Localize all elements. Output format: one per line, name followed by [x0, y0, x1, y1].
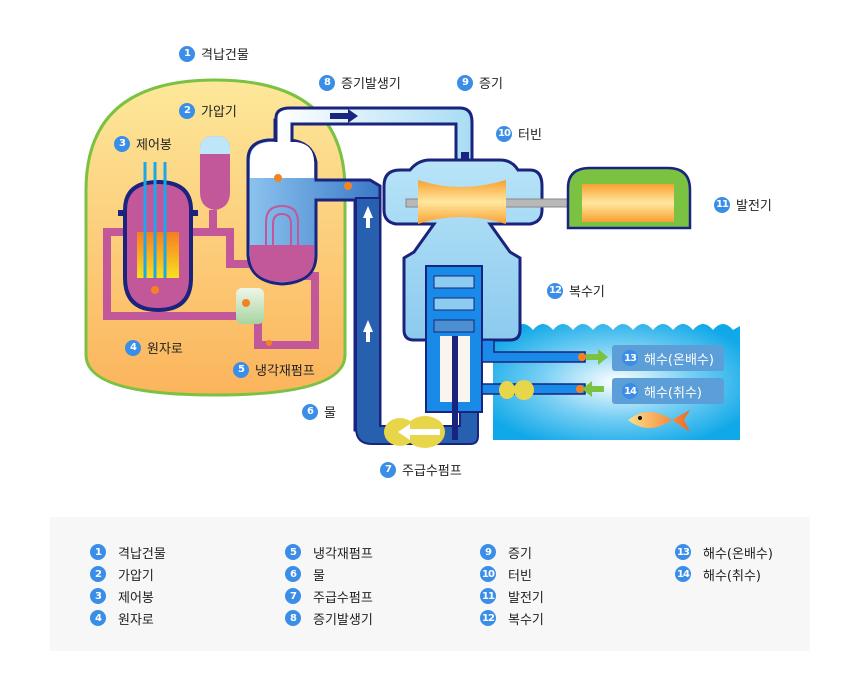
number-badge: 5 [285, 544, 301, 560]
number-badge: 14 [675, 566, 691, 582]
turbine [382, 158, 687, 342]
number-badge: 9 [480, 544, 496, 560]
label-control-rods: 3 제어봉 [114, 134, 172, 153]
label-turbine: 10 터빈 [496, 124, 542, 143]
steam-generator [246, 118, 382, 432]
number-badge: 6 [285, 566, 301, 582]
control-rods [143, 162, 167, 278]
number-badge: 2 [90, 566, 106, 582]
label-feedwater-pump: 7 주급수펌프 [380, 460, 462, 479]
number-badge: 12 [480, 610, 496, 626]
nuclear-plant-diagram [84, 78, 740, 448]
pressurizer [200, 136, 230, 210]
turbine-rotor [418, 180, 506, 224]
number-badge: 1 [179, 45, 195, 62]
number-badge: 8 [319, 74, 335, 91]
number-badge: 4 [125, 339, 141, 356]
outflow-arrow [586, 349, 608, 365]
number-badge: 7 [285, 588, 301, 604]
reactor-vessel [118, 179, 198, 313]
label-sea-outflow: 13 해수(온배수) [612, 345, 724, 371]
label-water: 6 물 [302, 402, 336, 421]
number-badge: 12 [547, 282, 563, 299]
number-badge: 10 [480, 566, 496, 582]
number-badge: 9 [457, 74, 473, 91]
label-pressurizer: 2 가압기 [179, 101, 237, 120]
label-generator: 11 발전기 [714, 195, 772, 214]
condenser [425, 265, 483, 440]
number-badge: 5 [233, 361, 249, 378]
label-containment: 1 격납건물 [179, 44, 249, 63]
intake-arrow [582, 381, 604, 397]
feedwater-pump [384, 416, 445, 448]
number-badge: 11 [480, 588, 496, 604]
number-badge: 14 [622, 383, 638, 399]
number-badge: 13 [622, 350, 638, 366]
number-badge: 11 [714, 196, 730, 213]
label-condenser: 12 복수기 [547, 281, 605, 300]
number-badge: 3 [90, 588, 106, 604]
label-sea-intake: 14 해수(취수) [612, 378, 724, 404]
cooling-water-pipes [481, 339, 608, 400]
number-badge: 8 [285, 610, 301, 626]
number-badge: 10 [496, 125, 512, 142]
number-badge: 1 [90, 544, 106, 560]
number-badge: 2 [179, 102, 195, 119]
fish [628, 410, 690, 432]
number-badge: 13 [675, 544, 691, 560]
flow-arrow-up [363, 206, 373, 228]
coolant-pump [236, 288, 264, 324]
flow-arrow-up [363, 320, 373, 342]
label-steam-generator: 8 증기발생기 [319, 73, 401, 92]
label-reactor: 4 원자로 [125, 338, 183, 357]
number-badge: 6 [302, 403, 318, 420]
primary-coolant-loop [103, 210, 319, 349]
label-steam: 9 증기 [457, 73, 503, 92]
number-badge: 7 [380, 461, 396, 478]
steam-arrow-right [330, 109, 358, 123]
number-badge: 4 [90, 610, 106, 626]
number-badge: 3 [114, 135, 130, 152]
generator [566, 166, 692, 230]
label-coolant-pump: 5 냉각재펌프 [233, 360, 315, 379]
